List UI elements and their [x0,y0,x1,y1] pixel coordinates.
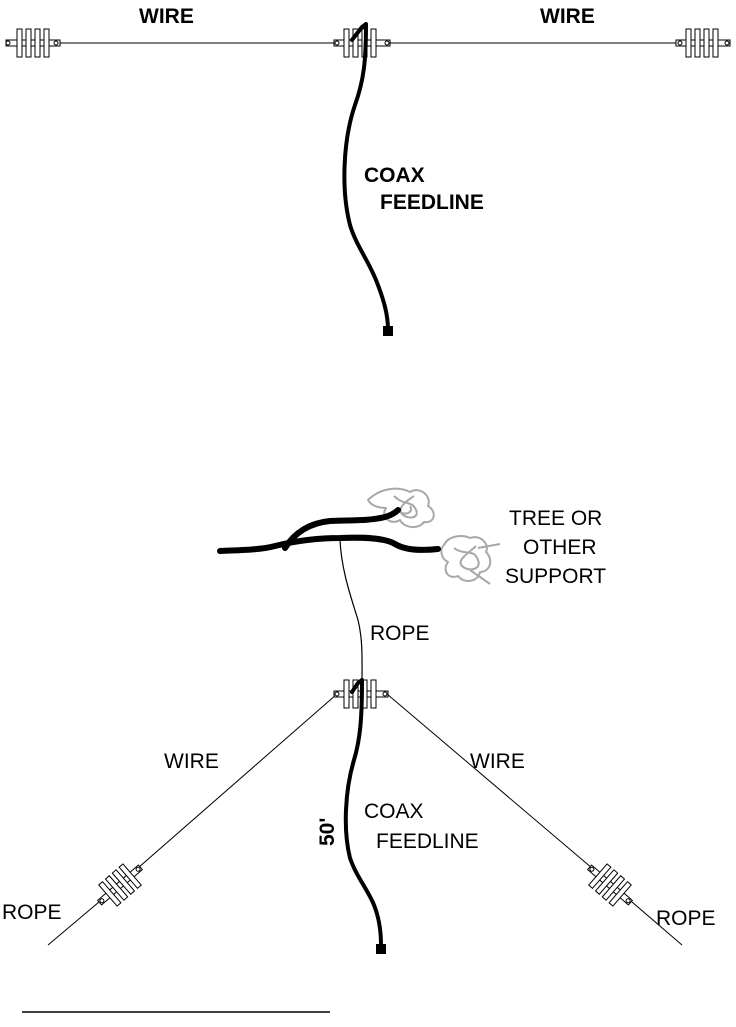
bottom-left-insulator [96,863,144,907]
bottom-coax-label-line2: FEEDLINE [376,830,479,853]
top-dipole: WIRE WIRE COAX FEEDLINE [5,5,731,336]
rope-top-label: ROPE [370,622,430,645]
tree-branch-upper [282,507,401,551]
top-coax-label-line2: FEEDLINE [380,191,484,214]
top-right-insulator [675,28,731,58]
top-coax-feedline [342,22,390,332]
bottom-rope-left-line [47,901,100,946]
bottom-coax-feedline [343,678,383,947]
bottom-rope-right-line [631,901,683,946]
top-rope [339,538,363,686]
top-coax-connector [383,326,393,336]
bottom-wire-left-label: WIRE [164,750,219,773]
top-left-insulator [5,28,61,58]
tree-foliage-upper [367,487,435,528]
tree-branch-lower [217,534,441,554]
bottom-wire-right-label: WIRE [470,750,525,773]
top-wire-right-label: WIRE [540,5,595,28]
support-label-line3: SUPPORT [505,565,606,588]
rope-right-label: ROPE [656,907,716,930]
top-wire-left-label: WIRE [139,5,194,28]
bottom-right-insulator [586,863,634,907]
bottom-coax-label-line1: COAX [364,800,424,823]
tree-foliage-lower [440,535,501,585]
top-center-insulator [333,28,391,58]
bottom-coax-connector [376,944,386,954]
rope-left-label: ROPE [2,901,62,924]
support-label-line2: OTHER [523,536,597,559]
length-label: 50' [316,818,339,846]
bottom-inverted-v: TREE OR OTHER SUPPORT ROPE WIRE WIRE 50'… [2,487,716,954]
support-label-line1: TREE OR [509,507,602,530]
top-coax-label-line1: COAX [364,164,425,187]
